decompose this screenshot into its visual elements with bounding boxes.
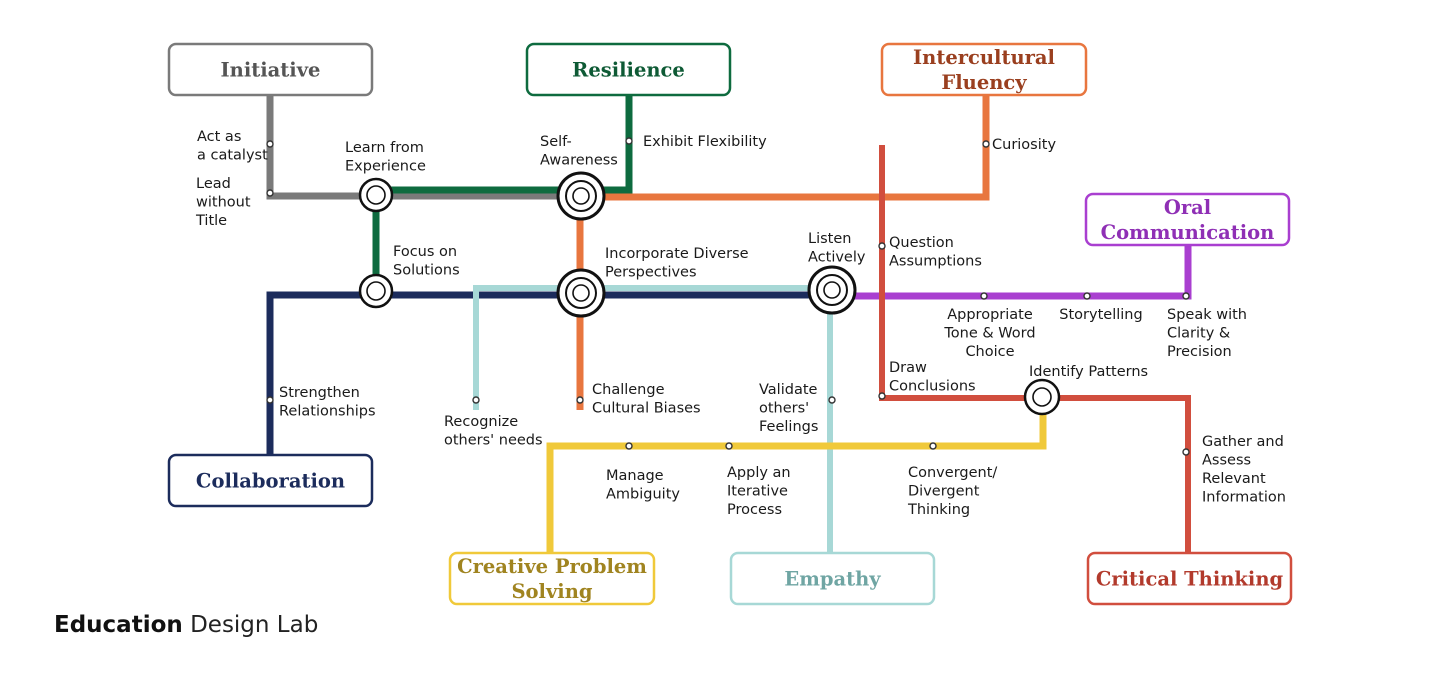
box-label: Initiative xyxy=(221,59,321,82)
creative-line xyxy=(546,398,1047,553)
initiative-line xyxy=(266,95,580,200)
box-resilience[interactable]: Resilience xyxy=(525,42,732,97)
station-dot[interactable] xyxy=(625,137,633,145)
interchange-focus-on-solutions[interactable] xyxy=(358,273,394,309)
label-self-awareness: Self-Awareness xyxy=(540,134,618,169)
box-label: Resilience xyxy=(572,59,685,82)
station-dot[interactable] xyxy=(980,292,988,300)
station-dot[interactable] xyxy=(828,396,836,404)
collaboration-line xyxy=(266,291,830,455)
station-dot[interactable] xyxy=(266,140,274,148)
box-label: Critical Thinking xyxy=(1096,568,1284,591)
box-label: Empathy xyxy=(784,568,881,591)
box-collaboration[interactable]: Collaboration xyxy=(167,453,374,508)
station-dots xyxy=(266,137,1190,456)
station-dot[interactable] xyxy=(266,189,274,197)
interchanges xyxy=(358,171,1061,416)
station-dot[interactable] xyxy=(929,442,937,450)
station-dot[interactable] xyxy=(1182,292,1190,300)
station-dot[interactable] xyxy=(266,396,274,404)
interchange-self-awareness[interactable] xyxy=(556,171,606,221)
education-design-lab-logo: Education Design Lab xyxy=(54,612,318,638)
box-critical-thinking[interactable]: Critical Thinking xyxy=(1086,551,1293,606)
interchange-incorporate-diverse[interactable] xyxy=(556,268,606,318)
station-dot[interactable] xyxy=(625,442,633,450)
logo-light-text: Design Lab xyxy=(190,612,319,638)
label-storytelling: Storytelling xyxy=(1059,307,1142,323)
station-dot[interactable] xyxy=(982,140,990,148)
label-identify-patterns: Identify Patterns xyxy=(1029,364,1148,380)
box-empathy[interactable]: Empathy xyxy=(729,551,936,606)
station-dot[interactable] xyxy=(878,242,886,250)
box-label: Collaboration xyxy=(196,470,345,493)
label-curiosity: Curiosity xyxy=(992,137,1056,153)
station-dot[interactable] xyxy=(878,392,886,400)
logo-bold-text: Education xyxy=(54,612,183,638)
station-dot[interactable] xyxy=(1182,448,1190,456)
label-exhibit-flexibility: Exhibit Flexibility xyxy=(643,134,767,150)
station-dot[interactable] xyxy=(725,442,733,450)
station-dot[interactable] xyxy=(576,396,584,404)
box-initiative[interactable]: Initiative xyxy=(167,42,374,97)
station-dot[interactable] xyxy=(1083,292,1091,300)
station-dot[interactable] xyxy=(472,396,480,404)
interchange-listen-actively[interactable] xyxy=(807,265,857,315)
empathy-line xyxy=(473,285,833,553)
interchange-learn-from-experience[interactable] xyxy=(358,177,394,213)
interchange-identify-patterns[interactable] xyxy=(1023,378,1061,416)
